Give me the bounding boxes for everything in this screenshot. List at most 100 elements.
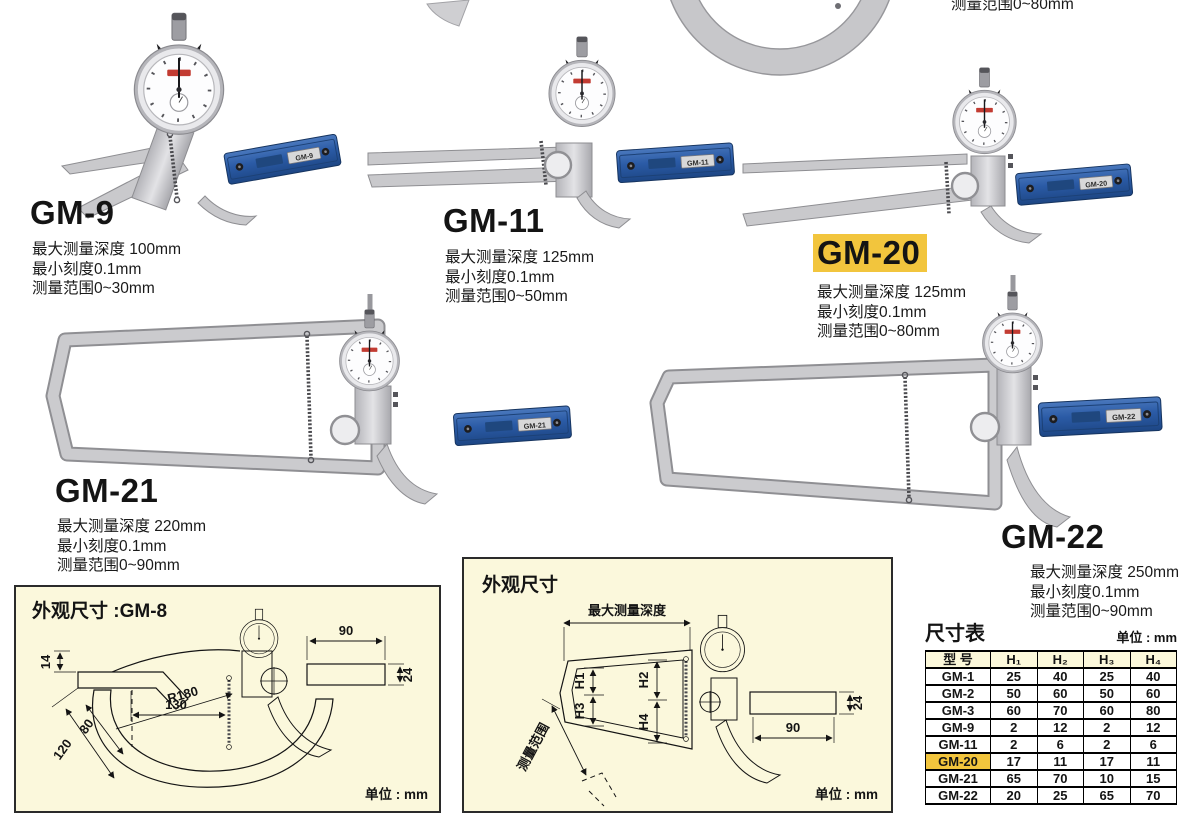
cell-h3: 2 xyxy=(1083,735,1131,754)
spec-line: 测量范围0~30mm xyxy=(32,280,155,298)
cell-h1: 2 xyxy=(990,718,1038,737)
size-table-unit: 单位 : mm xyxy=(1116,630,1177,645)
cell-h4: 80 xyxy=(1129,701,1177,720)
gm21-body xyxy=(354,385,392,445)
table-row: GM-9 2 12 2 12 xyxy=(925,718,1177,737)
gm21-title: GM-21 xyxy=(55,472,159,509)
spec-line: 测量范围0~80mm xyxy=(817,323,940,341)
dim-h3: H3 xyxy=(572,703,587,720)
size-table-grid: 型 号 H₁ H₂ H₃ H₄ GM-1 25 40 25 40 GM-2 50 xyxy=(925,650,1177,805)
spec-line: 最小刻度0.1mm xyxy=(32,260,142,278)
gm8-diagram: 外观尺寸 :GM-8 90 24 14 xyxy=(32,599,428,802)
gm20-pivot xyxy=(950,171,980,201)
gm11-upper-jaw xyxy=(367,146,567,166)
gm20-title-highlight: GM-20 xyxy=(813,234,928,272)
gm21-specs: 最大测量深度 220mm 最小刻度0.1mm 测量范围0~90mm xyxy=(57,517,206,576)
table-row: GM-3 60 70 60 80 xyxy=(925,701,1177,720)
table-row: GM-11 2 6 2 6 xyxy=(925,735,1177,754)
gm11-handle-label: GM-11 xyxy=(687,157,709,167)
gm11-lower-jaw xyxy=(367,166,573,188)
gm8-dim-24: 24 xyxy=(400,667,415,682)
cell-h3: 25 xyxy=(1083,667,1131,686)
cell-h3: 60 xyxy=(1083,701,1131,720)
cell-h3: 2 xyxy=(1083,718,1131,737)
cell-model-highlighted: GM-20 xyxy=(925,752,991,771)
table-row-highlighted: GM-20 17 11 17 11 xyxy=(925,752,1177,771)
cell-h4: 15 xyxy=(1129,769,1177,788)
cell-h1: 60 xyxy=(990,701,1038,720)
table-row: GM-1 25 40 25 40 xyxy=(925,667,1177,686)
gm20-handle-label: GM-20 xyxy=(1085,179,1108,190)
table-row: GM-2 50 60 50 60 xyxy=(925,684,1177,703)
cell-model: GM-11 xyxy=(925,735,991,754)
gm20-grip xyxy=(980,205,1043,244)
cell-h4: 11 xyxy=(1129,752,1177,771)
spec-line: 测量范围0~50mm xyxy=(445,288,568,306)
dim-h1: H1 xyxy=(572,673,587,690)
cell-h2: 6 xyxy=(1036,735,1084,754)
max-depth-label: 最大测量深度 xyxy=(588,603,667,618)
cell-h4: 60 xyxy=(1129,684,1177,703)
generic-diagram-unit: 单位 : mm xyxy=(815,786,878,802)
col-header-h3: H₃ xyxy=(1083,650,1131,669)
gm20-title: GM-20 xyxy=(813,234,928,272)
gm8-dial-drawing xyxy=(239,608,279,658)
gm11-title: GM-11 xyxy=(443,202,545,239)
gm22-handle: GM-22 xyxy=(1037,396,1163,438)
cutoff-ring-photo xyxy=(670,0,890,76)
gm9-handle: GM-9 xyxy=(223,133,342,186)
gm22-dial-gauge xyxy=(981,290,1044,375)
gm22-pivot xyxy=(969,411,1001,443)
gm11-specs: 最大测量深度 125mm 最小刻度0.1mm 测量范围0~50mm xyxy=(445,248,594,307)
col-header-h1: H₁ xyxy=(990,650,1038,669)
gm21-handle: GM-21 xyxy=(452,405,573,447)
cutoff-spec-text: 测量范围0~80mm xyxy=(951,0,1074,13)
generic-diagram-title: 外观尺寸 xyxy=(482,573,558,596)
cell-model: GM-1 xyxy=(925,667,991,686)
gm9-dial-gauge xyxy=(132,11,226,137)
gm8-diagram-unit: 单位 : mm xyxy=(365,786,428,802)
cutoff-part-photo xyxy=(426,0,470,27)
cell-model: GM-2 xyxy=(925,684,991,703)
spec-line: 测量范围0~90mm xyxy=(57,557,180,575)
gm8-dim-90: 90 xyxy=(339,623,353,638)
gm20-specs: 最大测量深度 125mm 最小刻度0.1mm 测量范围0~80mm xyxy=(817,283,966,342)
gm9-grip xyxy=(197,195,258,226)
generic-diagram-panel: 外观尺寸 最大测量深度 H1 H3 H2 xyxy=(462,557,893,813)
cell-h2: 25 xyxy=(1036,786,1084,805)
gm20-upper-jaw xyxy=(742,153,968,174)
gm11-handle: GM-11 xyxy=(615,142,736,184)
cell-h4: 12 xyxy=(1129,718,1177,737)
cell-h3: 10 xyxy=(1083,769,1131,788)
spec-line: 最小刻度0.1mm xyxy=(57,537,167,555)
cell-h2: 70 xyxy=(1036,769,1084,788)
gm21-handle-label: GM-21 xyxy=(523,420,546,431)
cell-model: GM-22 xyxy=(925,786,991,805)
cell-model: GM-21 xyxy=(925,769,991,788)
gm21-frame xyxy=(47,320,384,474)
generic-dim-90: 90 xyxy=(786,720,800,735)
size-table-title: 尺寸表 xyxy=(925,623,985,645)
cell-model: GM-9 xyxy=(925,718,991,737)
gm9-spring xyxy=(168,135,179,199)
gm8-dim-120: 120 xyxy=(50,736,75,762)
cell-h3: 50 xyxy=(1083,684,1131,703)
spec-line: 最大测量深度 100mm xyxy=(32,241,181,258)
col-header-h4: H₄ xyxy=(1129,650,1177,669)
generic-dim-24: 24 xyxy=(850,695,865,710)
generic-dial-drawing xyxy=(700,614,745,673)
dim-h4: H4 xyxy=(636,713,651,730)
cell-h2: 60 xyxy=(1036,684,1084,703)
gm20-product-photo: GM-20 xyxy=(742,66,1134,244)
gm11-product-photo: GM-11 xyxy=(367,35,736,229)
gm8-diagram-title: 外观尺寸 :GM-8 xyxy=(32,599,167,622)
gm11-pivot xyxy=(543,150,573,180)
spec-line: 测量范围0~90mm xyxy=(1030,603,1153,621)
spec-line: 最大测量深度 220mm xyxy=(57,518,206,535)
cell-h3: 17 xyxy=(1083,752,1131,771)
col-header-h2: H₂ xyxy=(1036,650,1084,669)
generic-diagram: 外观尺寸 最大测量深度 H1 H3 H2 xyxy=(482,573,878,807)
gm21-grip xyxy=(376,442,439,505)
cell-h1: 2 xyxy=(990,735,1038,754)
